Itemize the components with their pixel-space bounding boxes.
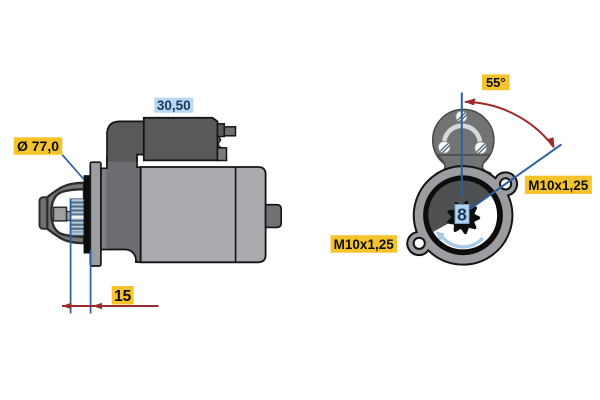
svg-text:15: 15 (114, 288, 132, 305)
svg-text:8: 8 (457, 205, 467, 225)
svg-text:30,50: 30,50 (157, 98, 191, 113)
svg-text:Ø 77,0: Ø 77,0 (17, 138, 59, 154)
svg-text:M10x1,25: M10x1,25 (334, 237, 395, 252)
svg-text:55°: 55° (486, 75, 506, 90)
svg-text:M10x1,25: M10x1,25 (528, 178, 589, 193)
